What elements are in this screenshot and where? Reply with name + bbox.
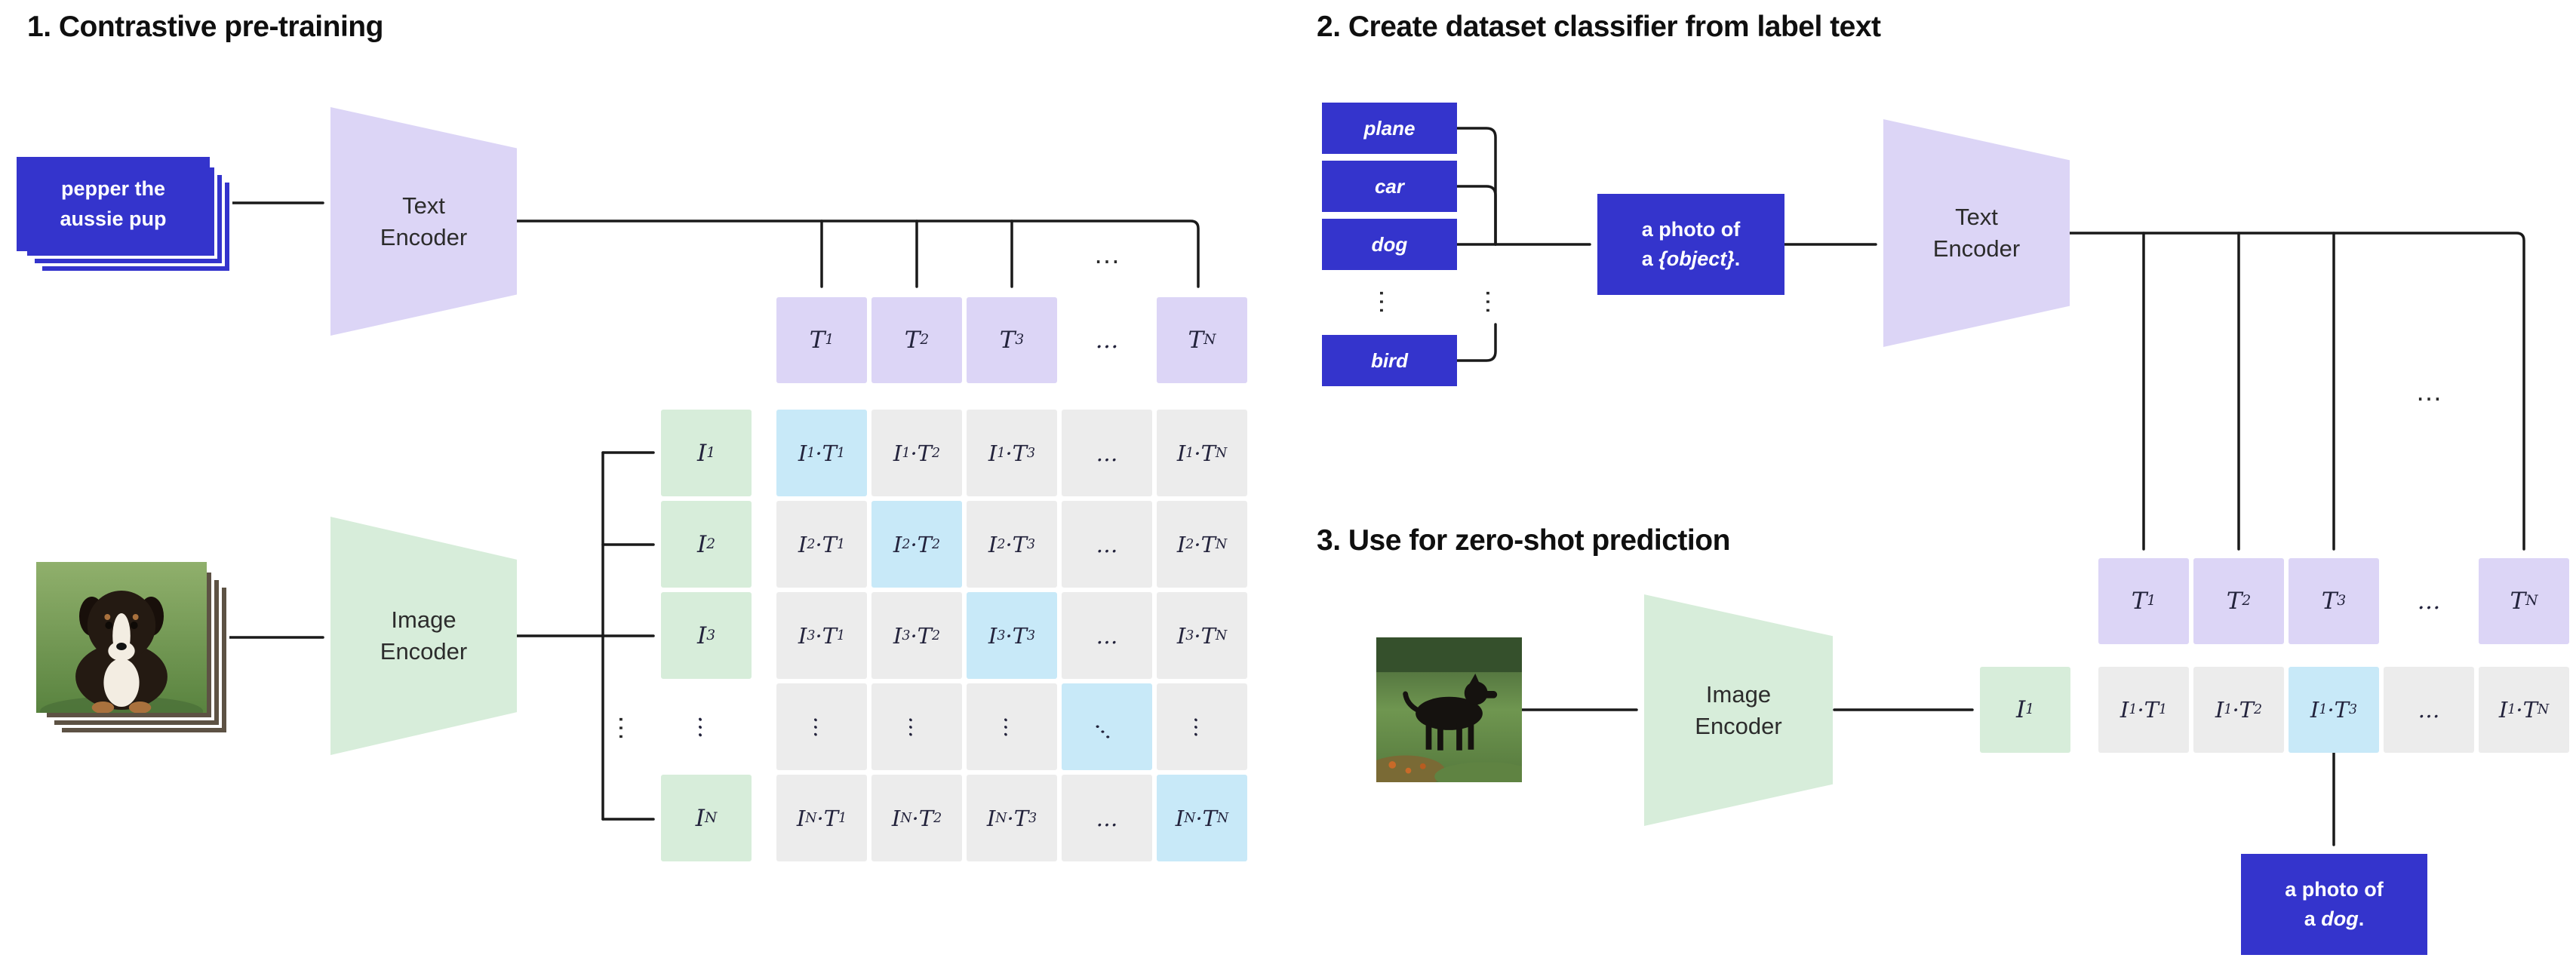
caption-card: pepper the aussie pup <box>17 157 210 251</box>
caption-line: aussie pup <box>60 207 167 230</box>
vertical-ellipsis: … <box>1480 288 1511 315</box>
similarity-cell: … <box>1062 501 1152 588</box>
class-label-bird: bird <box>1322 335 1457 386</box>
connector <box>2068 232 2525 551</box>
prompt-line: a {object}. <box>1641 247 1741 270</box>
text-embedding-cell: … <box>2417 588 2441 615</box>
image-embedding-cell: … <box>693 715 720 738</box>
text-embedding-cell: … <box>1095 327 1119 354</box>
connector <box>1456 127 1497 246</box>
connector <box>1456 185 1497 246</box>
text-encoder-label: Encoder <box>1932 235 2021 262</box>
image-encoder-label: Image <box>1705 680 1772 708</box>
caption-line: pepper the <box>60 177 166 201</box>
image-encoder-1: Image Encoder <box>330 517 517 755</box>
similarity-cell: … <box>1062 775 1152 861</box>
image-encoder-label: Image <box>391 606 456 634</box>
prompt-template-box: a photo of a {object}. <box>1597 194 1784 295</box>
prediction-box: a photo of a dog. <box>2241 854 2427 955</box>
text-encoder-label: Text <box>402 192 445 219</box>
similarity-cell: … <box>1062 592 1152 679</box>
class-label-car: car <box>1322 161 1457 212</box>
caption-card-stack: pepper the aussie pup <box>17 157 232 274</box>
dog-photo <box>1376 637 1522 782</box>
image-encoder-3: Image Encoder <box>1644 594 1833 826</box>
puppy-photo-stack <box>36 562 229 735</box>
section2-title: 2. Create dataset classifier from label … <box>1317 11 1881 43</box>
section3-title: 3. Use for zero-shot prediction <box>1317 524 1730 557</box>
similarity-cell: … <box>776 683 867 770</box>
dog-illustration <box>1376 637 1522 782</box>
image-encoder-label: Encoder <box>1695 712 1782 739</box>
similarity-cell: … <box>871 683 962 770</box>
similarity-cell: … <box>1062 683 1152 770</box>
text-encoder-2: Text Encoder <box>1883 119 2070 347</box>
connector <box>1456 323 1497 362</box>
image-encoder-label: Encoder <box>380 638 468 665</box>
vertical-ellipsis: … <box>613 714 644 741</box>
similarity-cell: … <box>1157 683 1247 770</box>
prediction-line: a photo of <box>2285 877 2384 901</box>
class-label-plane: plane <box>1322 103 1457 154</box>
similarity-cell: … <box>1062 410 1152 496</box>
ellipsis: … <box>1093 238 1120 269</box>
prompt-line: a photo of <box>1641 217 1741 241</box>
prediction-line: a dog. <box>2304 907 2365 930</box>
ellipsis: … <box>2415 376 2442 407</box>
similarity-cell: … <box>967 683 1057 770</box>
similarity-cell: … <box>2384 667 2474 753</box>
text-encoder-label: Encoder <box>380 223 468 250</box>
vertical-ellipsis: … <box>1374 288 1405 315</box>
puppy-illustration <box>36 562 207 713</box>
class-label-dog: dog <box>1322 219 1457 270</box>
text-encoder-1: Text Encoder <box>330 107 517 336</box>
puppy-photo <box>36 562 207 713</box>
text-encoder-label: Text <box>1955 204 1998 231</box>
section1-title: 1. Contrastive pre-training <box>27 11 383 43</box>
